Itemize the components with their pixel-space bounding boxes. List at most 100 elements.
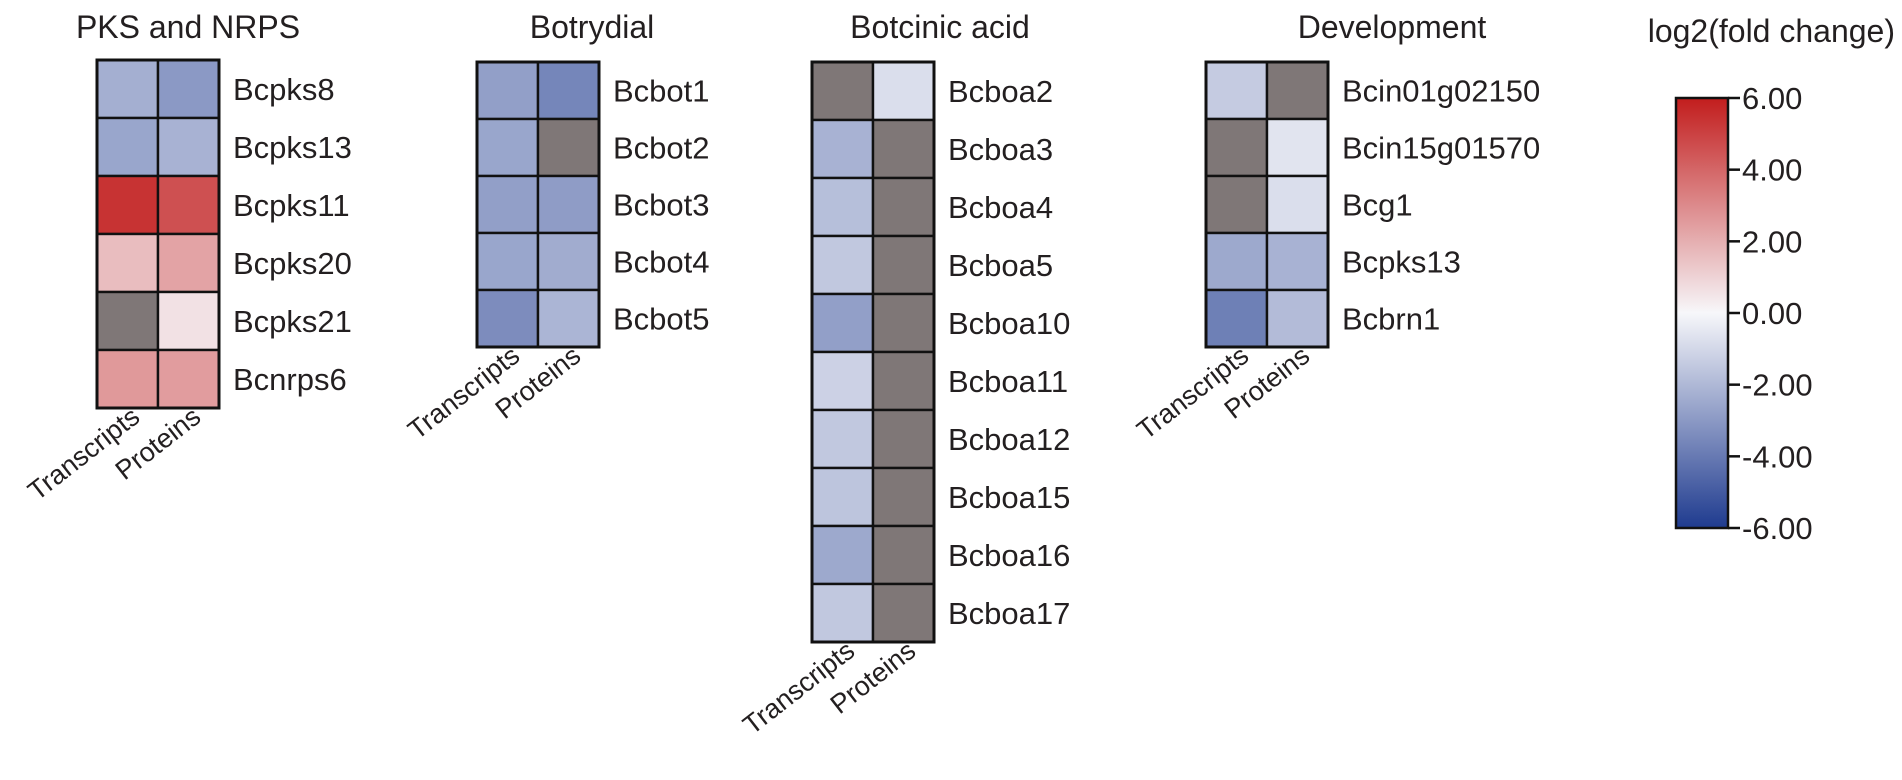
row-label: Bcbrn1 <box>1342 302 1440 337</box>
row-label: Bcboa11 <box>948 364 1068 399</box>
row-label: Bcpks8 <box>233 72 335 107</box>
panel-border <box>1204 60 1330 349</box>
colorbar-tick-label: -6.00 <box>1742 511 1813 546</box>
heatmap-cell <box>810 60 875 122</box>
heatmap-cell <box>1265 288 1330 349</box>
heatmap-cell <box>1204 117 1269 178</box>
colorbar-title: log2(fold change) <box>1648 13 1895 49</box>
heatmap-cell <box>810 176 875 238</box>
heatmap-cell <box>871 60 936 122</box>
row-label: Bcpks13 <box>1342 245 1461 280</box>
heatmap-panels: PKS and NRPSBcpks8Bcpks13Bcpks11Bcpks20B… <box>22 9 1540 740</box>
heatmap-cell <box>1204 288 1269 349</box>
row-label: Bcboa17 <box>948 596 1070 631</box>
heatmap-cell <box>156 58 221 120</box>
heatmap-cell <box>1204 231 1269 292</box>
heatmap-cell <box>810 466 875 528</box>
heatmap-cell <box>871 118 936 180</box>
row-label: Bcboa16 <box>948 538 1070 573</box>
heatmap-cell <box>156 116 221 178</box>
heatmap-cell <box>475 117 540 178</box>
row-label: Bcpks20 <box>233 246 352 281</box>
colorbar-ticks: 6.00 4.00 2.00 0.00 -2.00 -4.00 -6.00 <box>1728 81 1813 546</box>
row-label: Bcbot2 <box>613 131 710 166</box>
panel-border <box>810 60 936 644</box>
heatmap-cell <box>1204 174 1269 235</box>
heatmap-cell <box>156 290 221 352</box>
row-label: Bcbot3 <box>613 188 710 223</box>
heatmap-cell <box>536 231 601 292</box>
row-label: Bcin01g02150 <box>1342 74 1540 109</box>
heatmap-cell <box>95 58 160 120</box>
row-label: Bcg1 <box>1342 188 1413 223</box>
heatmap-cell <box>475 288 540 349</box>
heatmap-cell <box>95 290 160 352</box>
heatmap-cell <box>810 582 875 644</box>
heatmap-cell <box>871 524 936 586</box>
panel-1: BotrydialBcbot1Bcbot2Bcbot3Bcbot4Bcbot5T… <box>402 9 709 445</box>
row-label: Bcin15g01570 <box>1342 131 1540 166</box>
heatmap-cell <box>810 524 875 586</box>
colorbar-tick-label: 4.00 <box>1742 153 1802 188</box>
colorbar-gradient <box>1674 96 1730 530</box>
heatmap-cell <box>1265 231 1330 292</box>
row-label: Bcpks21 <box>233 304 352 339</box>
panel-title: Botcinic acid <box>850 9 1030 45</box>
panel-2: Botcinic acidBcboa2Bcboa3Bcboa4Bcboa5Bcb… <box>737 9 1070 740</box>
heatmap-cell <box>1265 117 1330 178</box>
heatmap-cell <box>536 288 601 349</box>
row-label: Bcboa2 <box>948 74 1053 109</box>
heatmap-cell <box>871 408 936 470</box>
colorbar-tick-label: 6.00 <box>1742 81 1802 116</box>
heatmap-cell <box>810 234 875 296</box>
heatmap-cell <box>475 231 540 292</box>
panel-title: Botrydial <box>530 9 655 45</box>
heatmap-cell <box>871 176 936 238</box>
panel-border <box>475 60 601 349</box>
row-label: Bcboa3 <box>948 132 1053 167</box>
row-label: Bcboa5 <box>948 248 1053 283</box>
row-label: Bcboa12 <box>948 422 1070 457</box>
colorbar: log2(fold change) 6.00 4.00 2.00 0.00 -2.00 -… <box>1648 13 1895 546</box>
heatmap-cell <box>95 232 160 294</box>
heatmap-cell <box>536 174 601 235</box>
panel-title: PKS and NRPS <box>76 9 300 45</box>
heatmap-cell <box>810 350 875 412</box>
heatmap-cell <box>1265 60 1330 121</box>
colorbar-tick-label: 0.00 <box>1742 296 1802 331</box>
row-label: Bcboa4 <box>948 190 1053 225</box>
panel-0: PKS and NRPS Bcpks8Bcpks13Bcpks11Bcpks20B… <box>22 9 352 506</box>
heatmap-cell <box>475 60 540 121</box>
colorbar-tick-label: -2.00 <box>1742 368 1813 403</box>
heatmap-cell <box>475 174 540 235</box>
row-label: Bcpks11 <box>233 188 350 223</box>
heatmap-cell <box>156 232 221 294</box>
heatmap-cell <box>536 60 601 121</box>
heatmap-cell <box>156 348 221 410</box>
panel-3: DevelopmentBcin01g02150Bcin15g01570Bcg1B… <box>1131 9 1540 445</box>
heatmap-cell <box>536 117 601 178</box>
heatmap-cell <box>810 292 875 354</box>
heatmap-cell <box>871 582 936 644</box>
heatmap-cell <box>95 116 160 178</box>
colorbar-tick-label: -4.00 <box>1742 439 1813 474</box>
heatmap-cell <box>810 118 875 180</box>
row-label: Bcboa15 <box>948 480 1070 515</box>
row-label: Bcpks13 <box>233 130 352 165</box>
row-label: Bcbot5 <box>613 302 710 337</box>
heatmap-cell <box>871 350 936 412</box>
panel-title: Development <box>1298 9 1487 45</box>
heatmap-cell <box>95 348 160 410</box>
row-label: Bcbot4 <box>613 245 710 280</box>
heatmap-cell <box>95 174 160 236</box>
row-label: Bcnrps6 <box>233 362 347 397</box>
colorbar-tick-label: 2.00 <box>1742 224 1802 259</box>
heatmap-cell <box>810 408 875 470</box>
heatmap-cell <box>871 292 936 354</box>
heatmap-cell <box>871 234 936 296</box>
heatmap-cell <box>1265 174 1330 235</box>
heatmap-cell <box>1204 60 1269 121</box>
panel-border <box>95 58 221 410</box>
heatmap-cell <box>871 466 936 528</box>
